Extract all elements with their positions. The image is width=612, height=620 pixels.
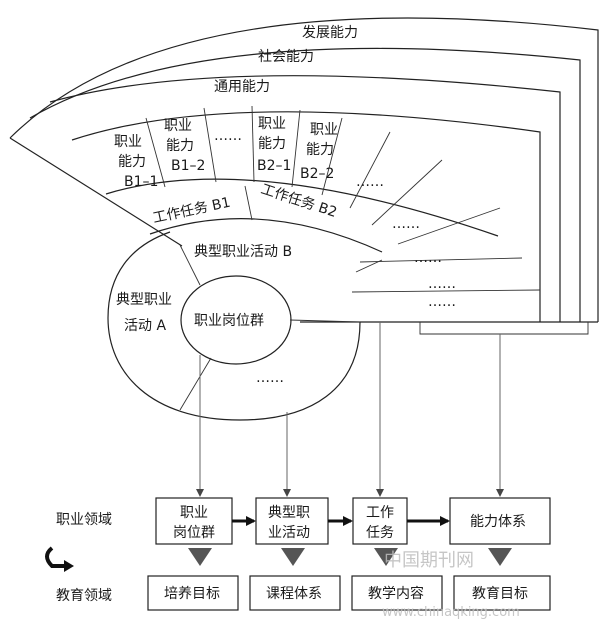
edu-box-teaching-content: [351, 575, 443, 611]
ability-b1-2: 职业 能力 B1–2: [164, 118, 205, 174]
svg-text:能力: 能力: [118, 154, 146, 170]
svg-text:能力: 能力: [166, 138, 194, 154]
svg-text:工作: 工作: [366, 505, 394, 521]
development-ability-label: 发展能力: [302, 25, 358, 41]
ability-arc: [71, 111, 541, 322]
activity-more-label: ……: [256, 370, 284, 386]
domain-transition-arrow-icon: [64, 560, 74, 572]
ability-b2-2: 职业 能力 B2–2: [300, 122, 338, 182]
divider: [351, 289, 541, 293]
divider: [359, 257, 523, 263]
activity-outer-curve: [107, 231, 361, 421]
divider: [203, 107, 217, 183]
core-post-group-label: 职业岗位群: [194, 313, 264, 329]
down-arrow-1-icon: [188, 548, 212, 566]
edu-box-course-system: [249, 575, 341, 611]
ability-cells-ring: [105, 105, 541, 293]
svg-text:职业: 职业: [114, 134, 142, 150]
divider: [244, 185, 253, 221]
divider: [179, 357, 212, 411]
activity-b-label: 典型职业活动 B: [194, 244, 292, 260]
svg-text:职业: 职业: [258, 116, 286, 132]
ability-bracket: [419, 322, 589, 335]
edu-box-training-goal: [147, 575, 239, 611]
flow-post-group-text: 职业 岗位群: [173, 505, 215, 541]
divider: [397, 207, 501, 245]
divider: [321, 117, 343, 196]
edu-course-system-text: 课程体系: [266, 586, 322, 602]
svg-text:典型职业: 典型职业: [116, 292, 172, 308]
ability-more-2: ……: [414, 250, 442, 266]
svg-text:B2–1: B2–1: [257, 158, 291, 174]
watermark-url: www.chinaqking.com: [382, 605, 520, 620]
task-arc: [105, 178, 499, 237]
ability-b1-more: ……: [214, 128, 242, 144]
divider: [251, 105, 255, 183]
task-b2-label: 工作任务 B2: [259, 181, 339, 221]
social-ability-label: 社会能力: [258, 49, 314, 65]
svg-text:活动 A: 活动 A: [124, 318, 166, 334]
edu-education-goal-text: 教育目标: [472, 586, 528, 602]
vocational-domain-label: 职业领域: [56, 512, 112, 528]
svg-text:职业: 职业: [310, 122, 338, 138]
down-arrow-2-icon: [281, 548, 305, 566]
ability-b2-more: ……: [356, 174, 384, 190]
flow-typical-activity-text: 典型职 业活动: [268, 505, 310, 541]
edu-teaching-content-text: 教学内容: [368, 585, 424, 602]
ability-b1-1: 职业 能力 B1–1: [114, 134, 158, 190]
ability-more-3: ……: [428, 276, 456, 292]
flow-work-task-text: 工作 任务: [366, 505, 394, 541]
divider: [355, 259, 383, 273]
social-arc: [29, 47, 581, 322]
divider: [349, 131, 391, 209]
divider: [291, 109, 301, 188]
divider: [289, 319, 361, 323]
svg-text:B1–1: B1–1: [124, 174, 158, 190]
svg-text:岗位群: 岗位群: [173, 525, 215, 541]
fan-left-edge: [9, 137, 183, 247]
ability-arcs: [9, 17, 599, 323]
svg-text:任务: 任务: [366, 525, 394, 541]
flow-box-ability-system: [449, 497, 551, 545]
divider: [179, 244, 201, 286]
flow-ability-system-text: 能力体系: [470, 514, 526, 530]
svg-text:职业: 职业: [180, 505, 208, 521]
down-arrow-4-icon: [488, 548, 512, 566]
svg-text:B2–2: B2–2: [300, 166, 334, 182]
ability-b2-1: 职业 能力 B2–1: [257, 116, 291, 174]
divider: [145, 117, 166, 188]
edu-training-goal-text: 培养目标: [164, 586, 220, 602]
development-arc: [9, 17, 599, 322]
watermark-site-name: 中国期刊网: [384, 550, 474, 571]
activity-region: [107, 231, 361, 421]
down-arrow-3-icon: [374, 548, 398, 566]
domain-transition-icon: [45, 546, 66, 568]
divider: [371, 159, 443, 226]
svg-text:业活动: 业活动: [268, 525, 310, 541]
general-ability-label: 通用能力: [214, 79, 270, 95]
svg-text:能力: 能力: [258, 136, 286, 152]
activity-a-label: 典型职业 活动 A: [116, 292, 172, 334]
svg-text:职业: 职业: [164, 118, 192, 134]
education-domain-label: 教育领域: [56, 588, 112, 604]
ability-more-4: ……: [428, 294, 456, 310]
task-b1-label: 工作任务 B1: [151, 195, 232, 227]
ability-more-1: ……: [392, 216, 420, 232]
svg-text:典型职: 典型职: [268, 505, 310, 521]
edu-box-education-goal: [453, 575, 551, 611]
general-arc: [49, 75, 561, 322]
svg-text:能力: 能力: [306, 142, 334, 158]
activity-arc: [149, 218, 383, 253]
svg-text:B1–2: B1–2: [171, 158, 205, 174]
